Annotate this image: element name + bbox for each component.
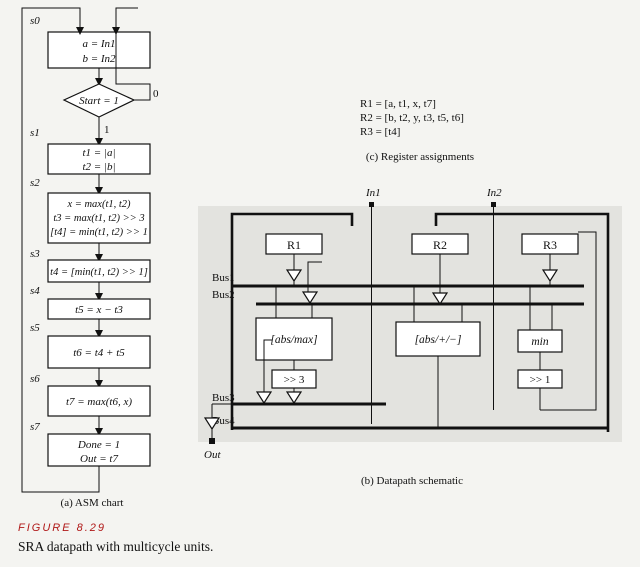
- asm-loop-no-branch: [115, 7, 151, 101]
- asm-state-line: a = In1: [82, 38, 115, 50]
- asm-decision-no: 0: [153, 88, 159, 100]
- asm-state-line: t1 = |a|: [82, 147, 115, 159]
- asm-state-label: s2: [30, 177, 40, 189]
- asm-state-line: t5 = x − t3: [75, 304, 123, 316]
- output-label: Out: [204, 449, 221, 461]
- asm-loop-from-s7: [21, 7, 100, 493]
- asm-state-line: b = In2: [82, 53, 116, 65]
- register-r1-label: R1: [287, 238, 301, 252]
- shifter-3-label: >> 3: [284, 374, 305, 386]
- bus1-label: Bus1: [212, 272, 235, 284]
- asm-state-label: s7: [30, 421, 40, 433]
- register-assignments-caption: (c) Register assignments: [366, 151, 474, 163]
- asm-state-box-s1: [47, 143, 151, 175]
- asm-state-line: t2 = |b|: [82, 161, 115, 173]
- register-r2-label: R2: [433, 238, 447, 252]
- asm-state-box-s6: [47, 385, 151, 417]
- asm-state-label: s1: [30, 127, 40, 139]
- input-in2-pin: [491, 202, 496, 207]
- buffer-absmax-bus4: [255, 391, 273, 405]
- datapath-schematic: R1 R2 R3 In1 In2 Bus1 Bus2 Bus3 Bus4: [198, 187, 622, 487]
- buffer-r3-bus1: [541, 269, 559, 283]
- unit-abs-add-sub: [395, 321, 481, 357]
- asm-state-line: t4 = [min(t1, t2) >> 1]: [50, 267, 148, 278]
- asm-chart: s0 a = In1 b = In2 Start = 1 0 1 s1 t1 =…: [21, 7, 159, 509]
- asm-decision-text: Start = 1: [79, 95, 119, 107]
- bus2-label: Bus2: [212, 289, 235, 301]
- datapath-feedback-border: [230, 212, 354, 430]
- asm-caption: (a) ASM chart: [61, 497, 124, 509]
- unit-abs-max-label: [abs/max]: [270, 334, 317, 346]
- asm-state-line: t7 = max(t6, x): [66, 396, 132, 408]
- datapath-caption: (b) Datapath schematic: [361, 475, 463, 487]
- output-pin: [209, 438, 215, 444]
- bus3-label: Bus3: [212, 392, 235, 404]
- asm-state-box-s2: [47, 192, 151, 244]
- asm-state-label: s5: [30, 322, 40, 334]
- unit-abs-max: [255, 317, 333, 361]
- register-r3-label: R3: [543, 238, 557, 252]
- input-in1-pin: [369, 202, 374, 207]
- input-in1-label: In1: [365, 187, 381, 199]
- asm-state-line: [t4] = min(t1, t2) >> 1: [50, 227, 148, 238]
- input-in2-label: In2: [486, 187, 502, 199]
- asm-state-label: s6: [30, 373, 40, 385]
- register-assignment-line: R3 = [t4]: [360, 126, 400, 138]
- figure-label: FIGURE 8.29: [18, 522, 107, 534]
- asm-decision-yes: 1: [104, 124, 110, 136]
- buffer-r2-bus2: [431, 292, 449, 306]
- asm-state-line: x = max(t1, t2): [66, 199, 131, 210]
- asm-state-box-s0: [47, 31, 151, 69]
- register-assignments: R1 = [a, t1, x, t7] R2 = [b, t2, y, t3, …: [360, 98, 474, 163]
- shifter-1-label: >> 1: [530, 374, 551, 386]
- buffer-shift3-bus3: [285, 391, 303, 405]
- asm-state-line: Out = t7: [80, 453, 118, 465]
- asm-state-label: s4: [30, 285, 40, 297]
- buffer-r1-bus2: [301, 291, 319, 305]
- asm-state-box-s5: [47, 335, 151, 369]
- buffer-r1-bus1: [285, 269, 303, 283]
- asm-state-line: t6 = t4 + t5: [73, 347, 125, 359]
- asm-state-label: s0: [30, 15, 40, 27]
- figure-caption: SRA datapath with multicycle units.: [18, 539, 214, 554]
- datapath-feedback-border-right: [434, 212, 610, 432]
- unit-abs-add-sub-label: [abs/+/−]: [415, 334, 462, 346]
- register-assignment-line: R2 = [b, t2, y, t3, t5, t6]: [360, 112, 464, 124]
- unit-min-label: min: [531, 336, 549, 348]
- asm-state-line: t3 = max(t1, t2) >> 3: [53, 213, 144, 224]
- asm-state-line: Done = 1: [77, 439, 120, 451]
- asm-state-label: s3: [30, 248, 40, 260]
- register-assignment-line: R1 = [a, t1, x, t7]: [360, 98, 436, 110]
